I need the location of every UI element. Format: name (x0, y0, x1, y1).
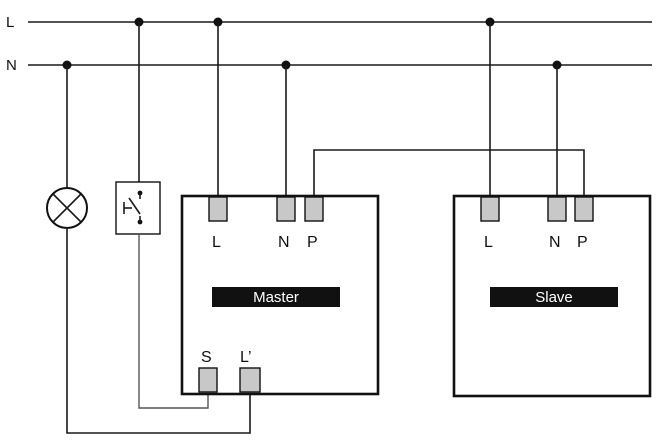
master-label-Lprime: L’ (240, 349, 252, 366)
master-terminal-N (276, 196, 296, 222)
master-title-badge (212, 287, 340, 307)
master-terminal-L (208, 196, 228, 222)
wire-p-link (313, 149, 585, 197)
slave-label-P: P (577, 234, 588, 251)
master-label-S: S (201, 349, 212, 366)
slave-terminal-N (547, 196, 567, 222)
neutral-bus-label: N (6, 57, 17, 74)
master-label-P: P (307, 234, 318, 251)
slave-terminal-P (574, 196, 594, 222)
master-title: Master (253, 289, 299, 306)
slave-terminal-L (480, 196, 500, 222)
master-terminal-Lprime (239, 367, 261, 393)
slave-title-badge (490, 287, 618, 307)
wire-lamp-to-Lprime (66, 228, 251, 434)
slave-title: Slave (535, 289, 573, 306)
master-label-N: N (278, 234, 290, 251)
wire-switch-to-S (138, 234, 209, 409)
master-label-L: L (212, 234, 221, 251)
lamp-icon (46, 187, 88, 229)
line-bus-label: L (6, 14, 14, 31)
master-unit: L N P Master S L’ (180, 194, 380, 396)
master-terminal-P (304, 196, 324, 222)
slave-label-L: L (484, 234, 493, 251)
master-terminal-S (198, 367, 218, 393)
pushbutton-switch-icon (115, 181, 161, 235)
slave-unit: L N P Slave (452, 194, 652, 398)
slave-label-N: N (549, 234, 561, 251)
